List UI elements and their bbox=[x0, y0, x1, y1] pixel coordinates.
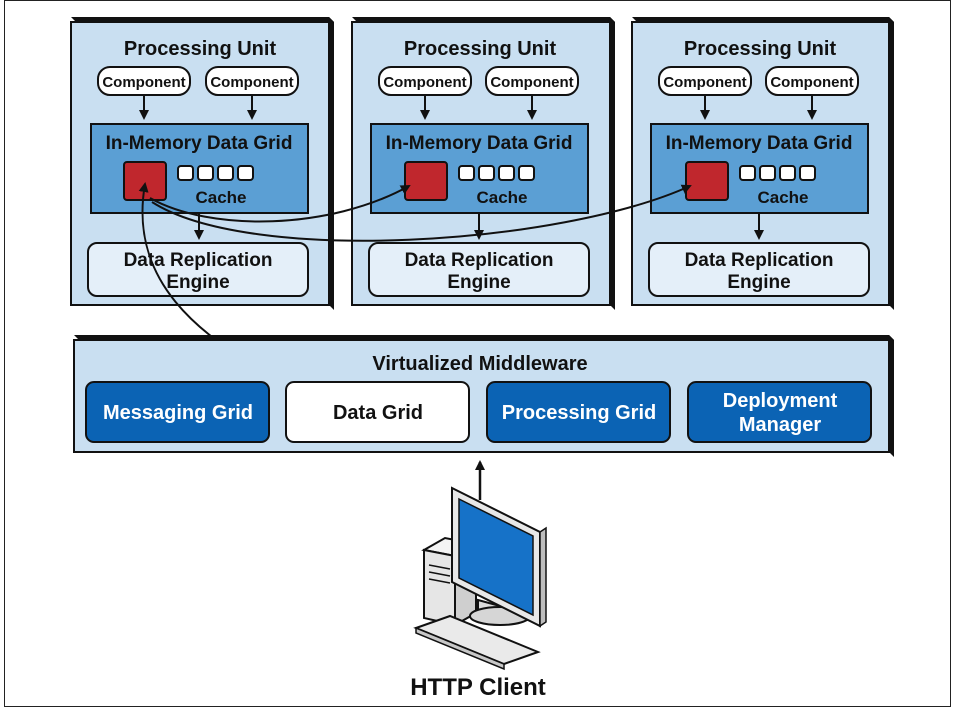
cache-entry-red bbox=[404, 161, 448, 201]
processing-unit-title: Processing Unit bbox=[404, 38, 557, 60]
component-box: Component bbox=[378, 66, 472, 96]
cache-label: Cache bbox=[195, 188, 246, 207]
processing-unit-title: Processing Unit bbox=[124, 38, 277, 60]
data-replication-engine: Data Replication Engine bbox=[648, 242, 870, 297]
cache-label: Cache bbox=[757, 188, 808, 207]
svg-text:Component: Component bbox=[383, 74, 466, 91]
middleware-title: Virtualized Middleware bbox=[372, 353, 587, 375]
svg-text:Data Replication: Data Replication bbox=[405, 250, 554, 271]
data-replication-engine: Data Replication Engine bbox=[87, 242, 309, 297]
svg-text:Data Replication: Data Replication bbox=[685, 250, 834, 271]
component-box: Component bbox=[485, 66, 579, 96]
svg-text:Component: Component bbox=[490, 74, 573, 91]
component-box: Component bbox=[97, 66, 191, 96]
replication-arrow-to-unit-3 bbox=[151, 184, 692, 242]
processing-unit-title: Processing Unit bbox=[684, 38, 837, 60]
processing-unit-2: Processing Unit Component Component In-M… bbox=[351, 17, 615, 310]
in-memory-data-grid: In-Memory Data Grid Cache bbox=[90, 123, 309, 214]
cache-entry-red bbox=[685, 161, 729, 201]
processing-unit-1: Processing Unit Component Component In-M… bbox=[70, 17, 334, 310]
data-replication-engine: Data Replication Engine bbox=[368, 242, 590, 297]
svg-text:Manager: Manager bbox=[739, 414, 821, 436]
processing-grid: Processing Grid bbox=[486, 381, 671, 443]
processing-unit-3: Processing Unit Component Component In-M… bbox=[631, 17, 894, 310]
svg-text:Deployment: Deployment bbox=[723, 390, 838, 412]
svg-text:In-Memory Data Grid: In-Memory Data Grid bbox=[666, 133, 853, 154]
svg-text:In-Memory Data Grid: In-Memory Data Grid bbox=[386, 133, 573, 154]
svg-text:Component: Component bbox=[770, 74, 853, 91]
svg-text:Data Replication: Data Replication bbox=[124, 250, 273, 271]
cache-label: Cache bbox=[476, 188, 527, 207]
svg-text:Component: Component bbox=[210, 74, 293, 91]
svg-text:Engine: Engine bbox=[447, 272, 510, 293]
deployment-manager: Deployment Manager bbox=[687, 381, 872, 443]
replication-arrow-to-unit-2 bbox=[149, 185, 411, 223]
in-memory-data-grid: In-Memory Data Grid Cache bbox=[370, 123, 589, 214]
component-box: Component bbox=[205, 66, 299, 96]
svg-text:Component: Component bbox=[102, 74, 185, 91]
svg-text:In-Memory Data Grid: In-Memory Data Grid bbox=[106, 133, 293, 154]
virtualized-middleware: Virtualized Middleware Messaging Grid Da… bbox=[73, 335, 894, 457]
cache-entry-red bbox=[123, 161, 167, 201]
svg-text:Processing Grid: Processing Grid bbox=[502, 402, 657, 424]
svg-text:Data Grid: Data Grid bbox=[333, 402, 423, 424]
http-client-label: HTTP Client bbox=[410, 674, 546, 701]
svg-text:Engine: Engine bbox=[727, 272, 790, 293]
component-box: Component bbox=[765, 66, 859, 96]
data-grid: Data Grid bbox=[285, 381, 470, 443]
svg-text:Component: Component bbox=[663, 74, 746, 91]
component-box: Component bbox=[658, 66, 752, 96]
in-memory-data-grid: In-Memory Data Grid Cache bbox=[650, 123, 869, 214]
svg-text:Engine: Engine bbox=[166, 272, 229, 293]
computer-icon bbox=[413, 486, 547, 671]
svg-text:Messaging Grid: Messaging Grid bbox=[103, 402, 253, 424]
messaging-grid: Messaging Grid bbox=[85, 381, 270, 443]
